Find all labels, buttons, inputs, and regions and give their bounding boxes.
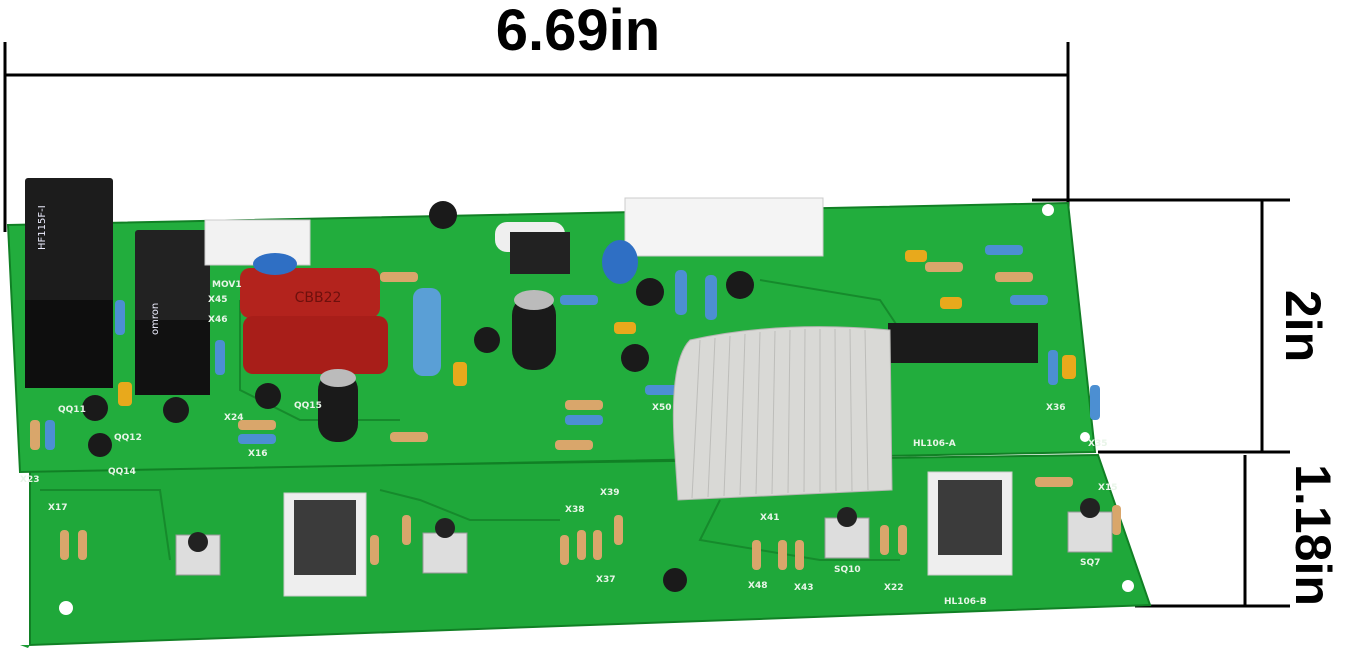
svg-text:X48: X48 [748,581,767,591]
board-label-upper: HL106-A [913,439,956,449]
svg-text:X15: X15 [1098,483,1117,493]
upper-height-dimension: 2in [1032,198,1331,454]
svg-text:MOV1: MOV1 [212,280,242,290]
svg-text:X16: X16 [248,449,267,459]
power-resistor [413,288,441,376]
svg-text:X22: X22 [884,583,903,593]
silkscreen-labels: MOV1 X45 X46 QQ11 QQ12 QQ14 X24 QQ15 X16… [20,280,1117,593]
electrolytic-capacitors [318,290,556,442]
connector-right [624,197,824,257]
svg-text:QQ11: QQ11 [58,405,86,415]
microcontroller-chip [888,323,1038,363]
film-capacitors: CBB22 [240,268,388,374]
svg-text:X24: X24 [224,413,243,423]
svg-text:X41: X41 [760,513,779,523]
svg-text:X36: X36 [1046,403,1065,413]
svg-text:X50: X50 [652,403,671,413]
svg-text:QQ15: QQ15 [294,401,322,411]
svg-text:X38: X38 [565,505,584,515]
tantalum-capacitors [118,250,1076,406]
seven-segment-display-left [283,492,367,597]
svg-text:CBB22: CBB22 [295,290,342,306]
regulator [510,232,570,274]
circuit-board: HF115F-I omron CBB22 [6,178,1152,648]
ribbon-cable [672,326,893,501]
seven-segment-display-right [927,471,1013,576]
width-label: 6.69in [496,0,660,63]
mounting-holes [59,204,1134,615]
svg-text:SQ7: SQ7 [1080,558,1100,568]
svg-text:X35: X35 [1088,439,1107,449]
lower-height-label: 1.18in [1285,464,1341,606]
board-label-lower: HL106-B [944,597,987,607]
svg-text:QQ12: QQ12 [114,433,142,443]
lower-height-dimension: 1.18in [1135,455,1341,608]
svg-text:X43: X43 [794,583,813,593]
svg-text:X46: X46 [208,315,227,325]
varistor [253,253,297,275]
push-buttons [175,498,1113,576]
ceramic-capacitor [602,240,638,284]
svg-text:X39: X39 [600,488,619,498]
svg-text:X45: X45 [208,295,227,305]
svg-text:X37: X37 [596,575,615,585]
transistors [82,201,754,457]
svg-text:QQ14: QQ14 [108,467,136,477]
svg-text:omron: omron [150,303,161,335]
svg-text:SQ10: SQ10 [834,565,861,575]
ir-sensor [663,568,687,592]
svg-text:X17: X17 [48,503,67,513]
relay-1: HF115F-I [25,178,113,388]
svg-text:HF115F-I: HF115F-I [37,205,48,250]
svg-text:X23: X23 [20,475,39,485]
resistors [30,245,1121,570]
width-dimension: 6.69in [3,0,1070,232]
upper-height-label: 2in [1275,290,1331,362]
relay-2: omron [135,230,210,395]
